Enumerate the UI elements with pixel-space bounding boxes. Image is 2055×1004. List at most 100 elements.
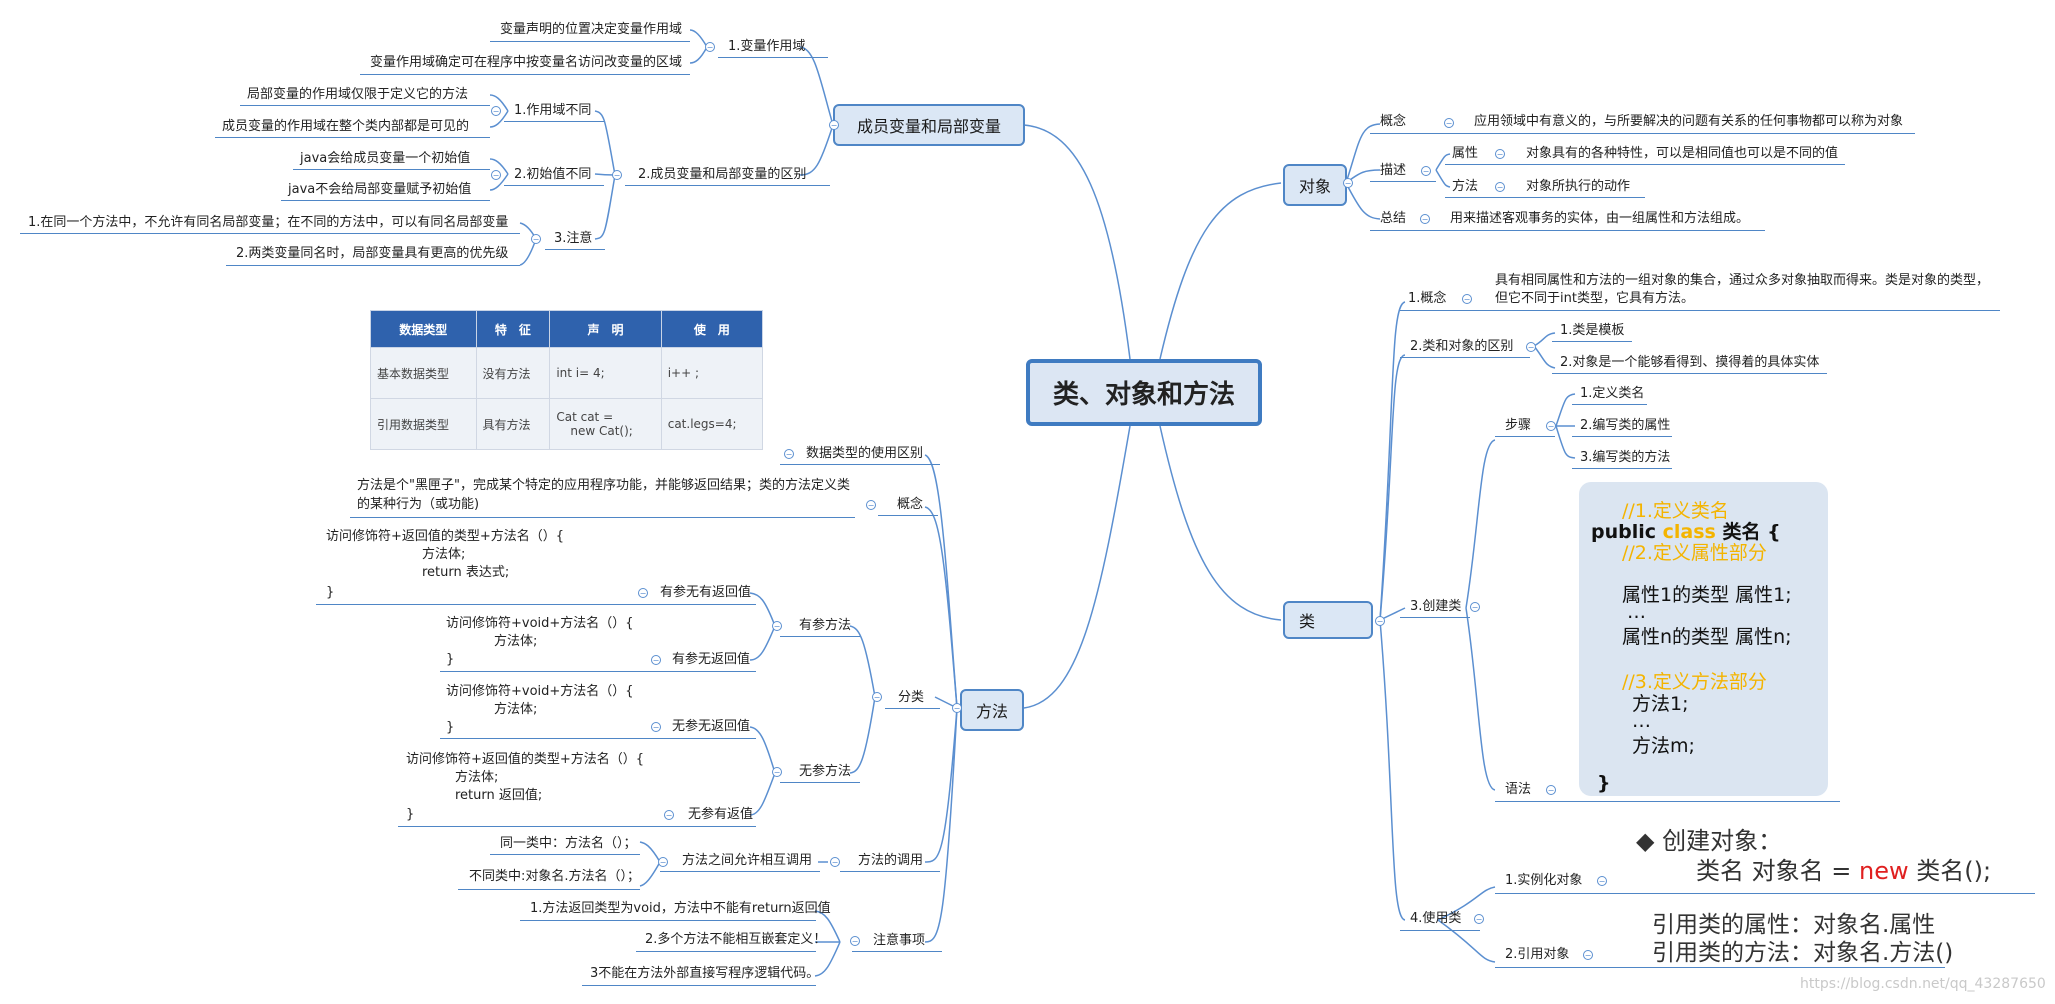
scope-diff-item-2: 成员变量的作用域在整个类内部都是可见的 <box>222 119 470 134</box>
collapse-icon[interactable]: − <box>1583 950 1593 960</box>
note-item-2: 2.两类变量同名时，局部变量具有更高的优先级 <box>236 246 509 261</box>
object-node[interactable]: 对象 <box>1283 164 1347 206</box>
call-sub-label[interactable]: 方法之间允许相互调用 <box>682 853 813 868</box>
collapse-icon[interactable]: − <box>638 588 648 598</box>
divider <box>490 41 690 42</box>
note-label[interactable]: 3.注意 <box>554 231 593 246</box>
collapse-icon[interactable]: − <box>829 120 839 130</box>
collapse-icon[interactable]: − <box>1343 178 1353 188</box>
divider <box>718 57 828 58</box>
call-label[interactable]: 方法的调用 <box>858 853 924 868</box>
collapse-icon[interactable]: − <box>651 722 661 732</box>
m4-code-4: } <box>406 807 415 822</box>
collapse-icon[interactable]: − <box>658 857 668 867</box>
central-topic[interactable]: 类、对象和方法 <box>1026 359 1262 426</box>
collapse-icon[interactable]: − <box>664 810 674 820</box>
collapse-icon[interactable]: − <box>1495 182 1505 192</box>
concept-text-1: 方法是个"黑匣子"，完成某个特定的应用程序功能，并能够返回结果；类的方法定义类 <box>357 478 850 493</box>
init-diff-label[interactable]: 2.初始值不同 <box>514 167 592 182</box>
collapse-icon[interactable]: − <box>772 767 782 777</box>
collapse-icon[interactable]: − <box>1421 166 1431 176</box>
collapse-icon[interactable]: − <box>612 170 622 180</box>
divider <box>852 951 942 952</box>
class-node[interactable]: 类 <box>1283 601 1373 639</box>
divider <box>240 105 490 106</box>
m4-code-2: 方法体; <box>455 770 499 785</box>
concept-label[interactable]: 概念 <box>897 497 924 512</box>
collapse-icon[interactable]: − <box>1546 421 1556 431</box>
collapse-icon[interactable]: − <box>651 655 661 665</box>
m2-label[interactable]: 有参无返回值 <box>672 652 751 667</box>
m3-label[interactable]: 无参无返回值 <box>672 719 751 734</box>
init-diff-item-2: java不会给局部变量赋予初始值 <box>288 182 472 197</box>
member-vars-node[interactable]: 成员变量和局部变量 <box>833 104 1025 146</box>
code-line: 方法1; <box>1632 693 1689 715</box>
divider <box>1445 197 1645 198</box>
steps-label[interactable]: 步骤 <box>1505 418 1532 433</box>
table-header: 特 征 <box>475 310 551 348</box>
collapse-icon[interactable]: − <box>866 500 876 510</box>
collapse-icon[interactable]: − <box>1597 876 1607 886</box>
collapse-icon[interactable]: − <box>830 857 840 867</box>
scope-diff-label[interactable]: 1.作用域不同 <box>514 103 592 118</box>
divider <box>1495 967 1945 968</box>
table-row: 引用数据类型 具有方法 Cat cat =new Cat(); cat.legs… <box>370 398 764 450</box>
m4-label[interactable]: 无参有返值 <box>688 807 754 822</box>
collapse-icon[interactable]: − <box>1470 602 1480 612</box>
no-param-label[interactable]: 无参方法 <box>799 764 852 779</box>
collapse-icon[interactable]: − <box>1462 294 1472 304</box>
collapse-icon[interactable]: − <box>1526 342 1536 352</box>
method-node[interactable]: 方法 <box>960 689 1024 731</box>
collapse-icon[interactable]: − <box>491 170 501 180</box>
divider <box>1572 468 1672 469</box>
obj-method-label[interactable]: 方法 <box>1452 179 1479 194</box>
table-cell: 基本数据类型 <box>370 347 477 399</box>
collapse-icon[interactable]: − <box>705 42 715 52</box>
obj-summary-label[interactable]: 总结 <box>1380 211 1407 226</box>
divider <box>360 74 690 75</box>
divider <box>440 671 756 672</box>
table-row: 基本数据类型 没有方法 int i= 4; i++ ; <box>370 347 764 399</box>
divider <box>840 871 940 872</box>
ref-label[interactable]: 2.引用对象 <box>1505 947 1570 962</box>
diff-label[interactable]: 2.成员变量和局部变量的区别 <box>638 167 807 182</box>
code-line: … <box>1632 710 1651 732</box>
use-label[interactable]: 4.使用类 <box>1410 911 1462 926</box>
create-label[interactable]: 3.创建类 <box>1410 599 1462 614</box>
inst-label[interactable]: 1.实例化对象 <box>1505 873 1583 888</box>
with-param-label[interactable]: 有参方法 <box>799 618 852 633</box>
m1-label[interactable]: 有参无有返回值 <box>660 585 752 600</box>
rel-label[interactable]: 2.类和对象的区别 <box>1410 339 1514 354</box>
syntax-label[interactable]: 语法 <box>1505 782 1532 797</box>
collapse-icon[interactable]: − <box>1444 118 1454 128</box>
datatype-table: 数据类型 特 征 声 明 使 用 基本数据类型 没有方法 int i= 4; i… <box>370 310 764 450</box>
collapse-icon[interactable]: − <box>772 621 782 631</box>
collapse-icon[interactable]: − <box>952 703 962 713</box>
datatype-label[interactable]: 数据类型的使用区别 <box>806 446 924 461</box>
divider <box>1552 373 1827 374</box>
collapse-icon[interactable]: − <box>1474 914 1484 924</box>
scope-label[interactable]: 1.变量作用域 <box>728 39 806 54</box>
m4-code-3: return 返回值; <box>455 788 543 803</box>
divider <box>1495 893 2035 894</box>
obj-summary-text: 用来描述客观事务的实体，由一组属性和方法组成。 <box>1450 211 1750 226</box>
classify-label[interactable]: 分类 <box>898 690 925 705</box>
divider <box>1400 357 1530 358</box>
collapse-icon[interactable]: − <box>850 936 860 946</box>
collapse-icon[interactable]: − <box>784 449 794 459</box>
obj-desc-label[interactable]: 描述 <box>1380 163 1407 178</box>
class-concept-label[interactable]: 1.概念 <box>1408 291 1447 306</box>
collapse-icon[interactable]: − <box>1495 149 1505 159</box>
collapse-icon[interactable]: − <box>1420 214 1430 224</box>
obj-concept-label[interactable]: 概念 <box>1380 114 1407 129</box>
scope-diff-item-1: 局部变量的作用域仅限于定义它的方法 <box>247 87 469 102</box>
divider <box>1572 404 1647 405</box>
notes-label[interactable]: 注意事项 <box>873 933 926 948</box>
obj-attr-label[interactable]: 属性 <box>1452 146 1479 161</box>
collapse-icon[interactable]: − <box>491 106 501 116</box>
collapse-icon[interactable]: − <box>1546 785 1556 795</box>
collapse-icon[interactable]: − <box>1375 616 1385 626</box>
collapse-icon[interactable]: − <box>531 234 541 244</box>
collapse-icon[interactable]: − <box>872 692 882 702</box>
divider <box>780 782 860 783</box>
